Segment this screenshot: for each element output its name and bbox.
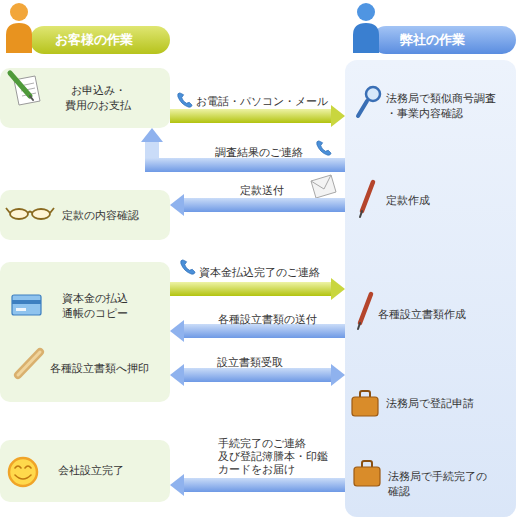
briefcase-handle (360, 391, 370, 397)
flow-arrow (170, 324, 345, 338)
envelope-flap (311, 175, 331, 189)
arrow-label: お電話・パソコン・メール (196, 95, 328, 108)
pen-body (360, 294, 371, 323)
briefcase-body (352, 397, 378, 416)
person-body (353, 23, 379, 53)
briefcase-icon (354, 461, 380, 486)
node-text: お客様の作業 (55, 32, 133, 48)
pencil-tip (30, 96, 33, 100)
node-text: 会社設立完了 (58, 463, 158, 478)
arrow-label: 各種設立書類の送付 (218, 313, 317, 326)
pen-tip (360, 211, 362, 217)
customer-person-icon (6, 3, 32, 53)
node-text: 定款作成 (386, 193, 506, 208)
envelope-icon (311, 175, 336, 198)
bankbook-icon (12, 295, 41, 315)
magnifier-lens (366, 87, 380, 101)
company-panel (345, 60, 516, 517)
phone-icon (178, 93, 192, 107)
phone-icon (317, 141, 331, 155)
scroll-icon (18, 352, 40, 375)
bankbook-cover (12, 295, 41, 315)
pen-tip (358, 323, 360, 329)
glasses-icon (6, 208, 54, 219)
magnifier-icon (358, 87, 380, 116)
person-head (357, 3, 375, 21)
node-text: 各種設立書類作成 (378, 307, 508, 322)
node-text: 各種設立書類へ押印 (50, 361, 162, 376)
person-head (10, 3, 28, 21)
flow-arrow (170, 478, 345, 492)
scroll-body (18, 352, 40, 375)
phone-icon (181, 260, 195, 274)
smiley-face (9, 458, 37, 486)
task-box: お申込み・ 費用のお支払 (0, 68, 170, 128)
arrow-label: 設立書類受取 (217, 356, 283, 369)
pen-body (362, 182, 373, 211)
bankbook-stripe (12, 300, 41, 304)
task-box: 資本金の払込 通帳のコピー各種設立書類へ押印 (0, 262, 170, 402)
glasses-frame (6, 208, 54, 213)
node-text: 資本金の払込 通帳のコピー (62, 291, 134, 321)
column-header: お客様の作業 (30, 26, 170, 54)
task-item: 法務局で類似商号調査 ・事業内容確認 (345, 80, 516, 175)
task-box: 会社設立完了 (0, 440, 170, 502)
paper-lines (20, 83, 36, 96)
task-item: 定款作成 (345, 180, 516, 240)
briefcase-handle (362, 461, 372, 467)
arrow-label: 資本金払込完了のご連絡 (199, 266, 320, 279)
bankbook-label (16, 308, 26, 311)
magnifier-handle (358, 101, 367, 116)
task-item: 各種設立書類作成 (345, 260, 516, 350)
node-text: 法務局で手続完了の 確認 (388, 469, 492, 499)
arrow-label: 調査結果のご連絡 (215, 146, 303, 159)
paper-sheet (14, 76, 40, 105)
node-text: 弊社の作業 (400, 32, 465, 48)
pen-icon (358, 294, 371, 329)
task-box: 定款の内容確認 (0, 190, 170, 240)
pen-icon (360, 182, 373, 217)
node-text: お申込み・ 費用のお支払 (55, 83, 141, 113)
briefcase-body (354, 467, 380, 486)
node-text: 定款の内容確認 (62, 208, 162, 223)
smiley-icon (9, 458, 37, 486)
glasses-lens (32, 209, 50, 219)
smiley-features (15, 466, 31, 479)
briefcase-icon (352, 391, 378, 416)
arrow-label: 手続完了のご連絡 及び登記簿謄本・印鑑 カードをお届け (218, 437, 332, 476)
task-item: 法務局で登記申請 (345, 355, 516, 445)
flow-arrow (170, 198, 345, 212)
node-text: 法務局で類似商号調査 ・事業内容確認 (386, 91, 506, 121)
task-item: 法務局で手続完了の 確認 (345, 450, 516, 512)
flow-arrow (152, 128, 345, 165)
pencil-paper-icon (10, 73, 40, 105)
column-header: 弊社の作業 (372, 26, 516, 54)
arrow-label: 定款送付 (240, 184, 284, 197)
company-person-icon (353, 3, 379, 53)
flow-arrow (170, 368, 345, 382)
scroll-highlight (18, 352, 40, 375)
envelope-body (311, 175, 336, 198)
person-body (6, 23, 32, 53)
node-text: 法務局で登記申請 (386, 396, 506, 411)
pencil (10, 73, 30, 96)
flow-arrow (170, 282, 345, 296)
flow-arrow (170, 109, 345, 123)
glasses-lens (10, 209, 28, 219)
